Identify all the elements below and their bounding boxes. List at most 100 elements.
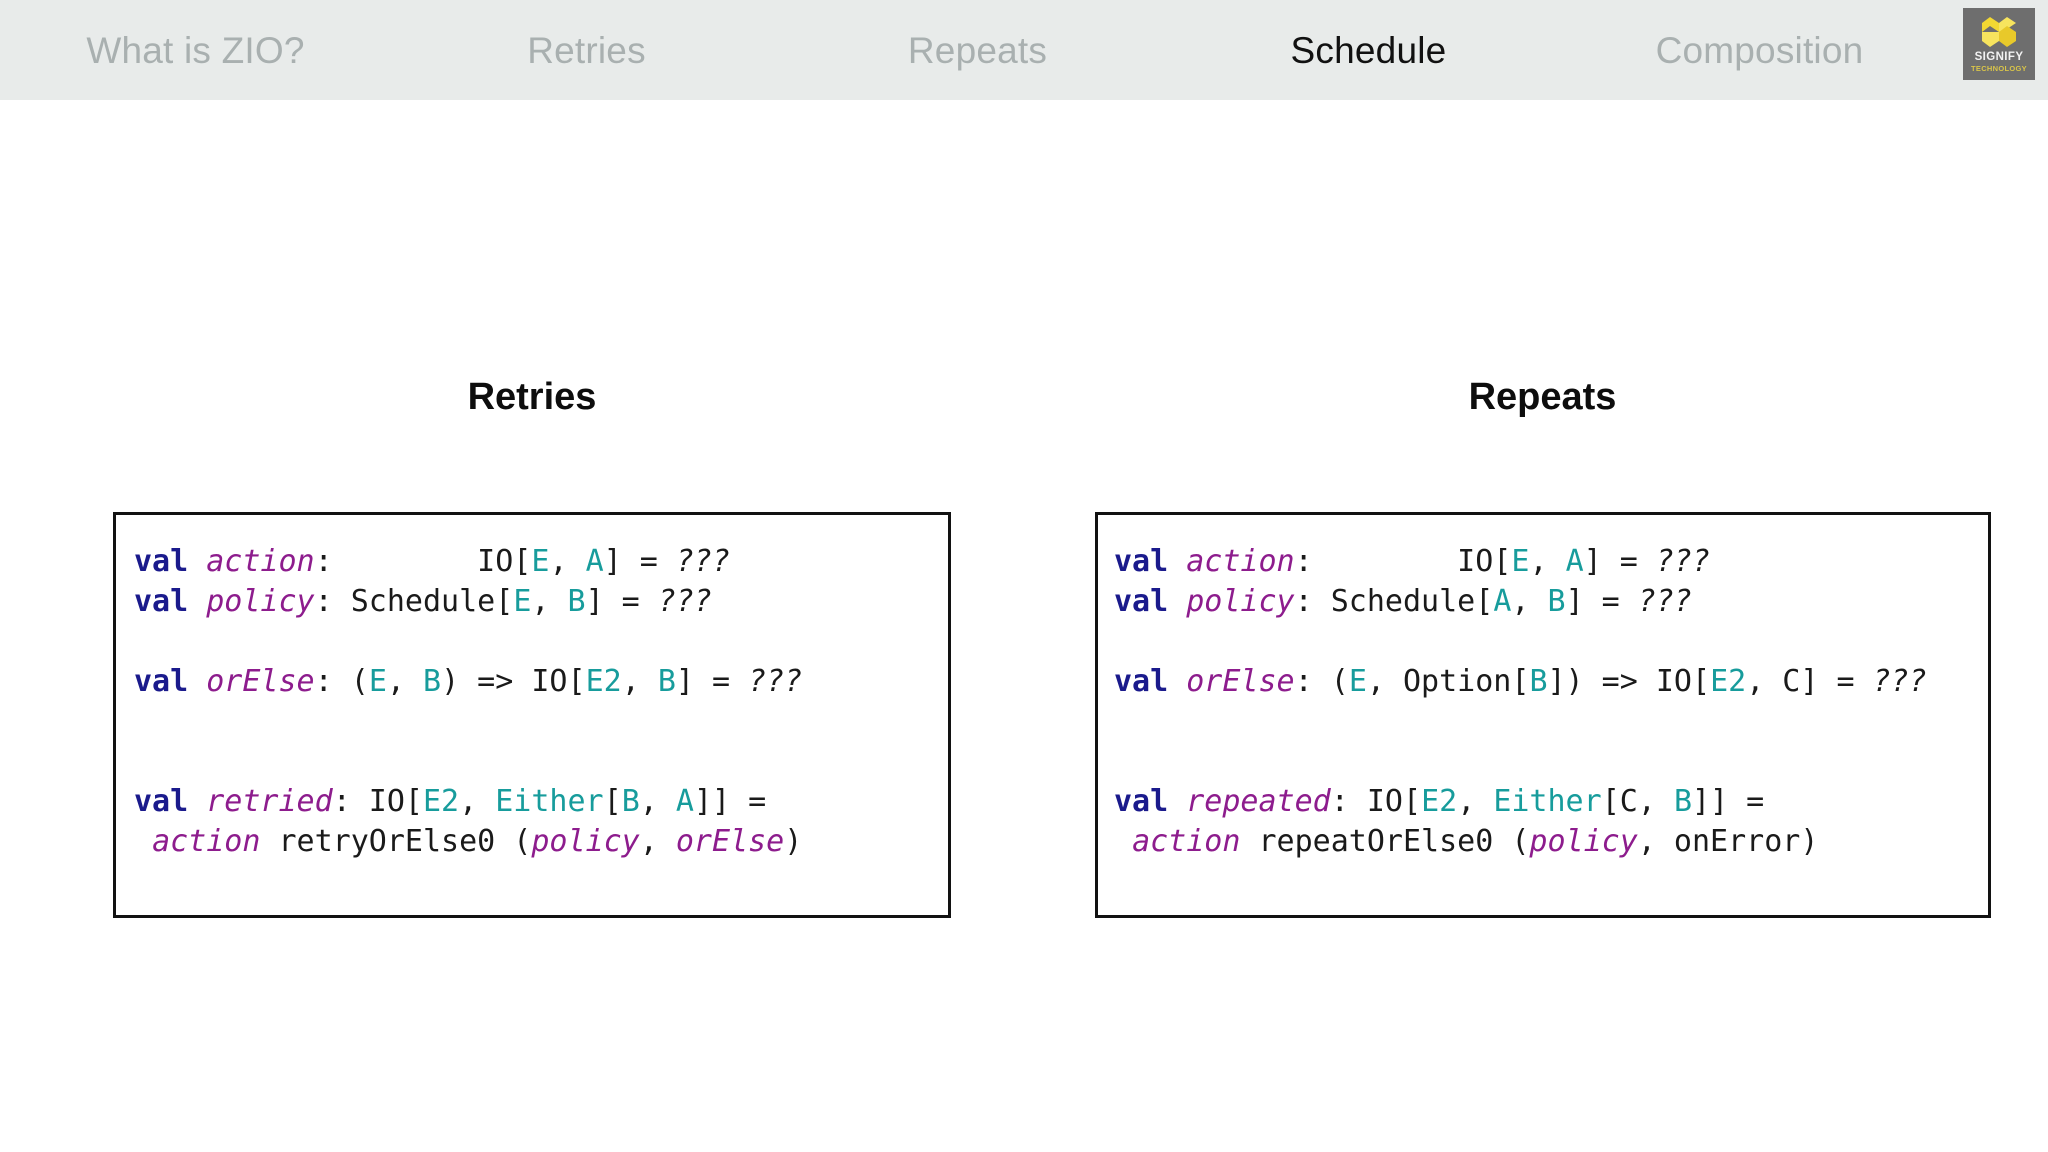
code-token: E2	[585, 664, 622, 699]
signify-technology-logo[interactable]: SIGNIFY TECHNOLOGY	[1963, 8, 2035, 80]
code-line: val retried: IO[E2, Either[B, A]] =	[134, 782, 948, 822]
nav-item-repeats[interactable]: Repeats	[907, 29, 1048, 71]
code-token: repeated	[1186, 784, 1331, 819]
code-token: : Schedule[	[1294, 584, 1494, 619]
code-token: E2	[1421, 784, 1458, 819]
code-line: val repeated: IO[E2, Either[C, B]] =	[1114, 782, 1988, 822]
logo-name-text: SIGNIFY	[1974, 51, 2024, 63]
code-token: Either	[495, 784, 604, 819]
code-token: val	[134, 784, 189, 819]
code-token: orElse	[206, 664, 315, 699]
signify-s-mark-icon	[1982, 17, 2016, 47]
code-token: policy	[206, 584, 315, 619]
code-token: )	[784, 824, 803, 859]
code-token: : IO[	[1330, 784, 1422, 819]
code-token: ,	[639, 824, 676, 859]
code-token: B	[657, 664, 676, 699]
code-token: action	[152, 824, 261, 859]
code-token: ,	[639, 784, 676, 819]
code-token: ] =	[603, 544, 676, 579]
code-token: action	[206, 544, 315, 579]
code-token: ,	[1529, 544, 1566, 579]
code-content-repeats: val action: IO[E, A] = ???val policy: Sc…	[1098, 515, 1988, 862]
code-token: [	[603, 784, 622, 819]
code-token: Either	[1493, 784, 1602, 819]
code-token: , Option[	[1366, 664, 1530, 699]
code-token: ] =	[1565, 584, 1638, 619]
code-block-retries: val action: IO[E, A] = ???val policy: Sc…	[113, 512, 951, 918]
code-token: E	[368, 664, 387, 699]
code-line: val action: IO[E, A] = ???	[134, 542, 948, 582]
code-token: B	[621, 784, 640, 819]
code-line	[1114, 622, 1988, 662]
code-line: val policy: Schedule[A, B] = ???	[1114, 582, 1988, 622]
code-line	[134, 622, 948, 662]
code-token	[188, 784, 206, 819]
code-token: val	[134, 584, 189, 619]
code-token: ) => IO[	[441, 664, 586, 699]
code-token: policy	[1529, 824, 1638, 859]
code-token: A	[675, 784, 694, 819]
code-token: ,	[621, 664, 658, 699]
code-token: , C] =	[1746, 664, 1873, 699]
code-token: B	[423, 664, 442, 699]
code-token: val	[1114, 584, 1169, 619]
code-token: E	[513, 584, 532, 619]
nav-item-schedule[interactable]: Schedule	[1290, 29, 1447, 71]
code-token: ] =	[1583, 544, 1656, 579]
code-token	[1168, 664, 1186, 699]
code-line: val orElse: (E, B) => IO[E2, B] = ???	[134, 662, 948, 702]
nav-item-composition[interactable]: Composition	[1655, 29, 1864, 71]
code-token	[188, 584, 206, 619]
code-token: ???	[1637, 584, 1692, 619]
code-line	[134, 702, 948, 742]
code-token: : (	[314, 664, 369, 699]
code-token: ] =	[675, 664, 749, 699]
code-content-retries: val action: IO[E, A] = ???val policy: Sc…	[116, 515, 948, 862]
code-token: E	[1511, 544, 1530, 579]
code-token: val	[1114, 784, 1169, 819]
code-token: : IO[	[332, 784, 423, 819]
code-token: val	[134, 664, 189, 699]
top-navigation-bar: What is ZIO? Retries Repeats Schedule Co…	[0, 0, 2048, 100]
code-line	[134, 742, 948, 782]
code-line: val orElse: (E, Option[B]) => IO[E2, C] …	[1114, 662, 1988, 702]
code-token: retryOrElse0 (	[260, 824, 532, 859]
code-token: ,	[459, 784, 496, 819]
code-token: val	[1114, 544, 1169, 579]
code-token	[1168, 544, 1186, 579]
code-token: ???	[675, 544, 731, 579]
code-token: A	[585, 544, 604, 579]
code-token: E2	[1710, 664, 1747, 699]
code-token: val	[134, 544, 189, 579]
code-token: : IO[	[1294, 544, 1512, 579]
code-token: E	[1348, 664, 1367, 699]
code-token: orElse	[1186, 664, 1295, 699]
column-heading-repeats: Repeats	[1468, 376, 1617, 418]
nav-item-retries[interactable]: Retries	[527, 29, 646, 71]
code-token: orElse	[675, 824, 785, 859]
code-token: action	[1186, 544, 1295, 579]
code-token	[188, 544, 206, 579]
code-token: action	[1132, 824, 1241, 859]
code-token: policy	[1186, 584, 1295, 619]
code-token: B	[567, 584, 586, 619]
code-token: ,	[386, 664, 423, 699]
code-token: ] =	[585, 584, 658, 619]
nav-item-what-is-zio[interactable]: What is ZIO?	[86, 29, 305, 71]
code-token: ,	[531, 584, 568, 619]
code-token: ,	[1457, 784, 1494, 819]
code-token: A	[1493, 584, 1512, 619]
code-token	[134, 824, 152, 859]
code-token: ]) => IO[	[1547, 664, 1711, 699]
code-line: action retryOrElse0 (policy, orElse)	[134, 822, 948, 862]
code-line: action repeatOrElse0 (policy, onError)	[1114, 822, 1988, 862]
code-token: val	[1114, 664, 1169, 699]
code-line	[1114, 702, 1988, 742]
code-token: policy	[531, 824, 640, 859]
code-token: B	[1529, 664, 1548, 699]
code-token	[188, 664, 206, 699]
code-token: repeatOrElse0 (	[1240, 824, 1530, 859]
code-token: ???	[1872, 664, 1927, 699]
code-token: B	[1673, 784, 1692, 819]
